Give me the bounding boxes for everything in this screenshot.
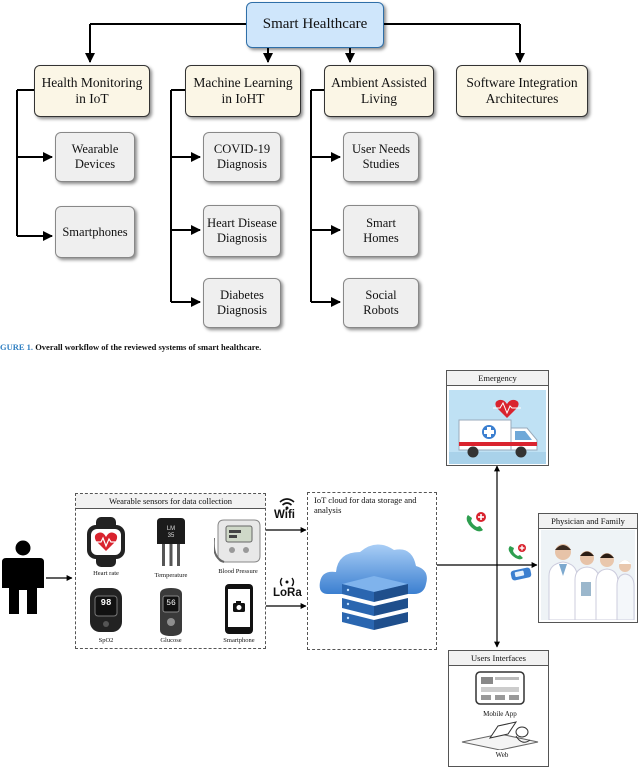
wifi-label: Wifi xyxy=(274,509,295,521)
smartphone-icon xyxy=(225,584,253,634)
wifi-icon xyxy=(279,498,295,510)
figure-caption: GURE 1. Overall workflow of the reviewed… xyxy=(0,342,261,352)
physicians-photo xyxy=(541,530,635,620)
spo2-oximeter-icon xyxy=(90,588,122,632)
sensor-label-temperature: Temperature xyxy=(154,572,188,579)
leaf-diabetes-diagnosis: Diabetes Diagnosis xyxy=(203,278,281,328)
monitoring-device-icon xyxy=(510,567,532,581)
leaf-covid-diagnosis: COVID-19 Diagnosis xyxy=(203,132,281,182)
glucose-meter-icon xyxy=(160,588,182,636)
sensor-label-glucose: Glucose xyxy=(160,637,182,644)
sensor-label-spo2: SpO2 xyxy=(98,637,114,644)
temperature-sensor-icon xyxy=(157,518,185,566)
cloud-panel-title: IoT cloud for data storage and analysis xyxy=(308,493,436,518)
category-machine-learning: Machine Learning in IoHT xyxy=(185,65,301,117)
spo2-readout: 98 xyxy=(100,598,112,608)
category-software-integration: Software Integration Architectures xyxy=(456,65,588,117)
emergency-call-icon xyxy=(466,512,486,532)
physician-call-icon xyxy=(508,544,526,560)
emergency-panel-title: Emergency xyxy=(447,371,548,387)
sensor-label-heart-rate: Heart rate xyxy=(93,570,119,577)
leaf-user-needs-studies: User Needs Studies xyxy=(343,132,419,182)
blood-pressure-monitor-icon xyxy=(214,519,261,563)
lora-signal-icon xyxy=(279,577,295,587)
caption-text: Overall workflow of the reviewed systems… xyxy=(33,342,262,352)
cloud-server-icon xyxy=(319,544,427,630)
patient-icon xyxy=(2,540,44,614)
lora-label: LoRa xyxy=(273,587,302,599)
caption-label: GURE 1. xyxy=(0,342,34,352)
ui-label-web: Web xyxy=(495,751,509,759)
leaf-smart-homes: Smart Homes xyxy=(343,205,419,257)
heart-rate-watch-icon xyxy=(87,517,125,567)
glucose-readout: 56 xyxy=(166,599,176,608)
ui-label-mobile-app: Mobile App xyxy=(483,710,517,718)
category-ambient-assisted-living: Ambient Assisted Living xyxy=(324,65,434,117)
physician-panel-title: Physician and Family xyxy=(539,514,637,530)
root-node: Smart Healthcare xyxy=(246,2,384,48)
mobile-app-icon xyxy=(475,671,525,705)
leaf-smartphones: Smartphones xyxy=(55,206,135,258)
sensor-label-smartphone: Smartphone xyxy=(223,637,255,644)
category-health-monitoring: Health Monitoring in IoT xyxy=(34,65,150,117)
temperature-sensor-readout: LM 35 xyxy=(166,526,176,539)
sensors-panel-title: Wearable sensors for data collection xyxy=(76,494,265,510)
ambulance-icon xyxy=(449,390,546,464)
leaf-social-robots: Social Robots xyxy=(343,278,419,328)
sensor-label-blood-pressure: Blood Pressure xyxy=(218,568,258,575)
leaf-wearable-devices: Wearable Devices xyxy=(55,132,135,182)
users-interfaces-panel-title: Users Interfaces xyxy=(449,651,548,667)
leaf-heart-disease-diagnosis: Heart Disease Diagnosis xyxy=(203,205,281,257)
web-interface-icon xyxy=(461,721,539,750)
